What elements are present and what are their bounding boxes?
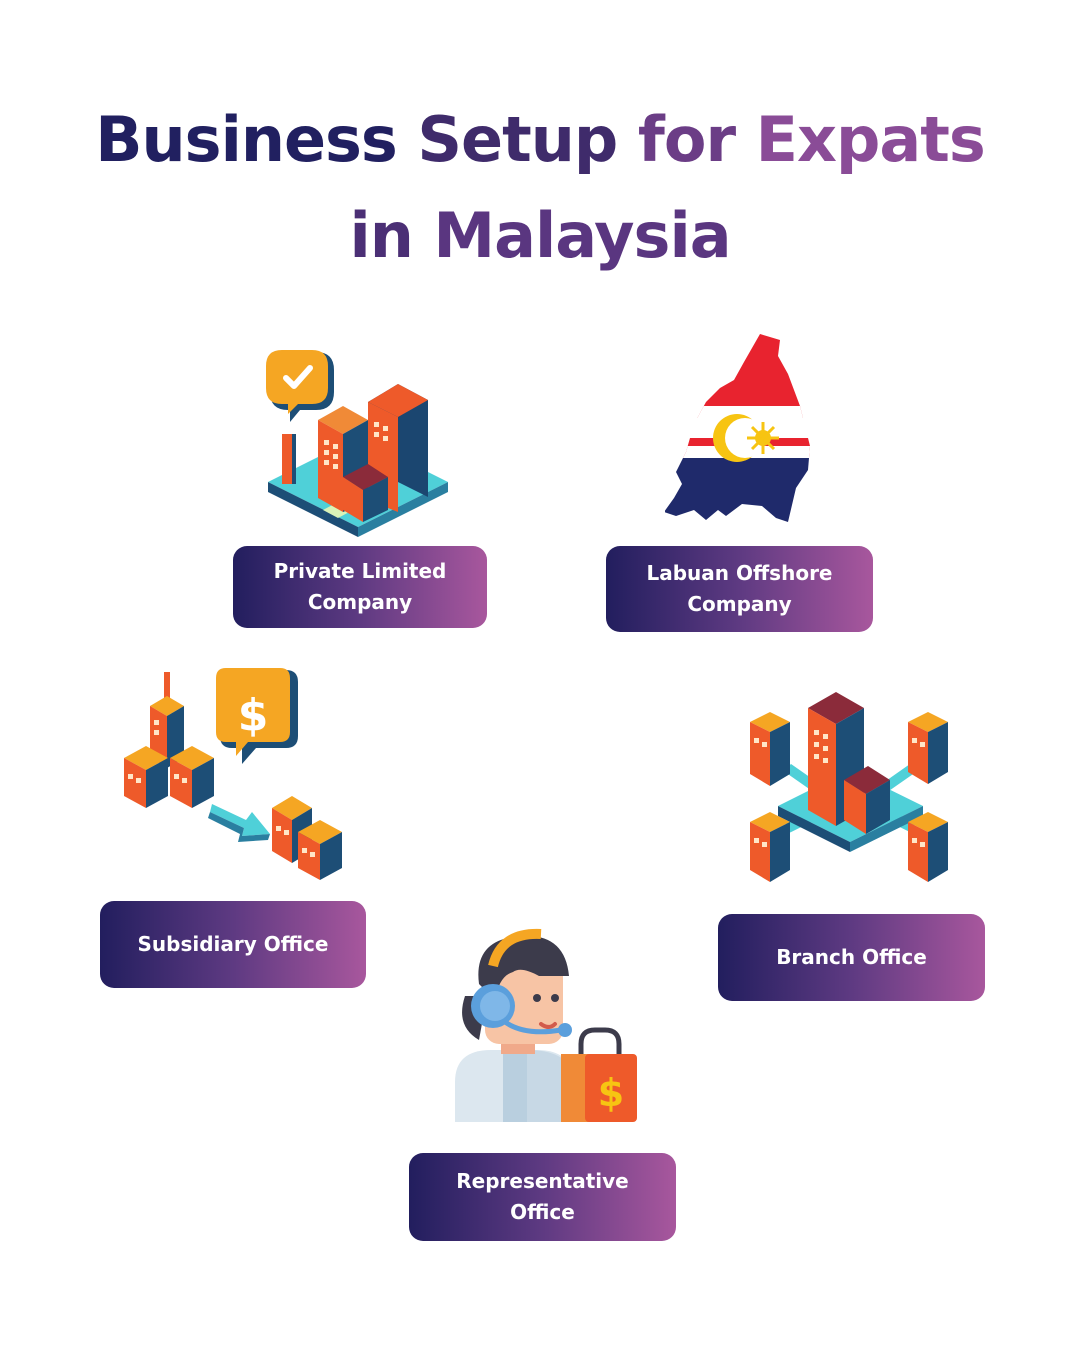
malaysia-flag-map-icon [665, 334, 810, 522]
option-private-limited-company: Private Limited Company [233, 546, 487, 628]
option-label-line: Private Limited [273, 559, 447, 583]
option-label-line: Company [687, 592, 792, 616]
option-branch-office: Branch Office [718, 914, 985, 1001]
option-subsidiary-office: Subsidiary Office [100, 901, 366, 988]
option-representative-office: Representative Office [409, 1153, 676, 1241]
svg-text:$: $ [238, 690, 269, 741]
option-label-line: Subsidiary Office [137, 932, 329, 956]
title-word: Expats [755, 103, 986, 176]
page-title: Business Setup for Expats in Malaysia [0, 92, 1080, 284]
option-label-line: Labuan Offshore [646, 561, 833, 585]
option-label-line: Representative [456, 1169, 629, 1193]
representative-headset-shopping-bag-icon: $ [455, 928, 637, 1122]
title-word: in [349, 199, 413, 272]
title-line-2: in Malaysia [0, 188, 1080, 284]
title-word: for [637, 103, 736, 176]
svg-text:$: $ [598, 1071, 624, 1115]
city-buildings-checkmark-icon [266, 350, 448, 537]
subsidiary-buildings-dollar-icon: $ [124, 668, 342, 880]
title-word: Malaysia [433, 199, 731, 272]
option-label-line: Branch Office [776, 945, 927, 969]
option-label-line: Company [307, 590, 413, 614]
title-word: Setup [417, 103, 618, 176]
title-word: Business [95, 103, 398, 176]
option-label-line: Office [510, 1200, 575, 1224]
option-labuan-offshore-company: Labuan Offshore Company [606, 546, 873, 632]
title-line-1: Business Setup for Expats [0, 92, 1080, 188]
branch-network-buildings-icon [750, 692, 948, 882]
